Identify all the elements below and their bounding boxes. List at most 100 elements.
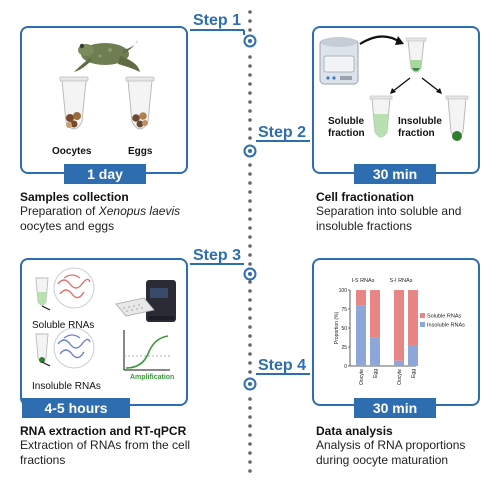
timeline-node-4 — [243, 377, 257, 391]
qpcr-machine-icon — [146, 280, 176, 322]
bar-soluble — [408, 290, 418, 346]
timeline-dot — [248, 406, 252, 410]
step4-desc-line2: during oocyte maturation — [316, 453, 449, 467]
y-axis-label: Proportion (%) — [334, 312, 340, 345]
timeline-dot — [248, 127, 252, 131]
soluble-rna-tube-icon — [35, 277, 51, 311]
bar-soluble — [370, 290, 380, 338]
timeline-dot — [248, 316, 252, 320]
step2-description: Separation into soluble and insoluble fr… — [316, 204, 500, 234]
curved-arrow-icon — [359, 35, 404, 45]
soluble-rna-strands-icon — [53, 267, 95, 309]
soluble-word: Soluble — [328, 116, 365, 127]
timeline-dot — [248, 298, 252, 302]
x-tick-label: Egg — [373, 369, 379, 378]
x-tick-label: Egg — [411, 369, 417, 378]
bar-insoluble — [356, 305, 366, 366]
step4-title: Data analysis — [316, 424, 393, 438]
soluble-fraction-tube-icon — [369, 95, 393, 138]
y-tick-label: 50 — [341, 326, 347, 332]
y-tick-label: 0 — [344, 364, 347, 370]
insoluble-rnas-label: Insoluble RNAs — [32, 381, 101, 392]
step1-illustration — [59, 40, 155, 130]
timeline-dot — [248, 82, 252, 86]
step1-duration-badge: 1 day — [64, 164, 146, 184]
step3-description: Extraction of RNAs from the cell fractio… — [20, 438, 240, 468]
timeline-dot — [248, 325, 252, 329]
amplification-label: Amplification — [130, 374, 175, 381]
bar-soluble — [356, 290, 366, 306]
timeline-dot — [248, 64, 252, 68]
legend-label-insoluble: Insoluble RNAs — [427, 323, 465, 329]
timeline-dot — [248, 163, 252, 167]
y-tick-label: 25 — [341, 345, 347, 351]
amplification-curve-icon — [123, 330, 170, 371]
timeline-node-3 — [243, 267, 257, 281]
timeline-dot — [248, 226, 252, 230]
eggs-tube-icon — [125, 76, 155, 130]
timeline-dot — [248, 172, 252, 176]
timeline-dot — [248, 343, 252, 347]
timeline-dot — [248, 118, 252, 122]
x-tick-label: Oocyte — [397, 369, 403, 385]
timeline-dot — [248, 361, 252, 365]
bar-insoluble — [370, 337, 380, 366]
oocytes-tube-icon — [59, 76, 89, 130]
centrifuge-icon — [319, 37, 359, 85]
centrifuged-tube-icon — [405, 37, 427, 73]
bar-insoluble — [408, 345, 418, 366]
frog-icon — [74, 40, 140, 72]
timeline-dot — [248, 19, 252, 23]
timeline-dot — [248, 352, 252, 356]
soluble-rnas-label: Soluble RNAs — [32, 320, 95, 331]
timeline-dot — [248, 397, 252, 401]
step4-description: Analysis of RNA proportions during oocyt… — [316, 438, 500, 468]
timeline-dot — [248, 10, 252, 14]
timeline-dot — [248, 199, 252, 203]
legend-swatch-insoluble — [420, 322, 425, 327]
insoluble-rna-tube-icon — [35, 333, 51, 367]
timeline-dot — [248, 370, 252, 374]
timeline-dot — [248, 460, 252, 464]
insoluble-rna-strands-icon — [53, 327, 95, 369]
timeline-dot — [248, 208, 252, 212]
timeline-dot — [248, 28, 252, 32]
y-tick-label: 100 — [339, 288, 348, 294]
timeline-node-1 — [243, 34, 257, 48]
step4-duration-badge: 30 min — [354, 398, 436, 418]
step3-desc-line1: Extraction of RNAs from the cell — [20, 438, 191, 452]
timeline-dot — [248, 289, 252, 293]
step-1-label: Step 1 — [193, 12, 242, 29]
fraction-word-2: fraction — [398, 128, 435, 139]
step2-desc-line2: insoluble fractions — [316, 219, 413, 233]
step2-desc-line1: Separation into soluble and — [316, 204, 462, 218]
step1-description: Preparation of Xenopus laevis oocytes an… — [20, 204, 220, 234]
timeline-dot — [248, 91, 252, 95]
timeline-dot — [248, 442, 252, 446]
group-label: S-I RNAs — [390, 278, 413, 284]
oocytes-label: Oocytes — [52, 146, 92, 157]
bar-insoluble — [394, 360, 404, 366]
timeline-dot — [248, 244, 252, 248]
insoluble-fraction-label: Insoluble fraction — [398, 116, 442, 140]
timeline-dot — [248, 433, 252, 437]
step1-desc-suffix: oocytes and eggs — [20, 219, 115, 233]
timeline-node-2 — [243, 144, 257, 158]
timeline-dot — [248, 307, 252, 311]
timeline-dot — [248, 469, 252, 473]
insoluble-fraction-tube-icon — [445, 95, 469, 141]
step3-desc-line2: fractions — [20, 453, 66, 467]
step-2-label: Step 2 — [258, 124, 307, 141]
timeline-dot — [248, 217, 252, 221]
fraction-word-1: fraction — [328, 128, 365, 139]
y-tick-label: 75 — [341, 307, 347, 313]
legend-label-soluble: Soluble RNAs — [427, 314, 461, 320]
timeline-dot — [248, 181, 252, 185]
split-arrows-icon — [390, 77, 442, 94]
timeline-dot — [248, 136, 252, 140]
step1-desc-prefix: Preparation of — [20, 204, 99, 218]
timeline-dot — [248, 73, 252, 77]
